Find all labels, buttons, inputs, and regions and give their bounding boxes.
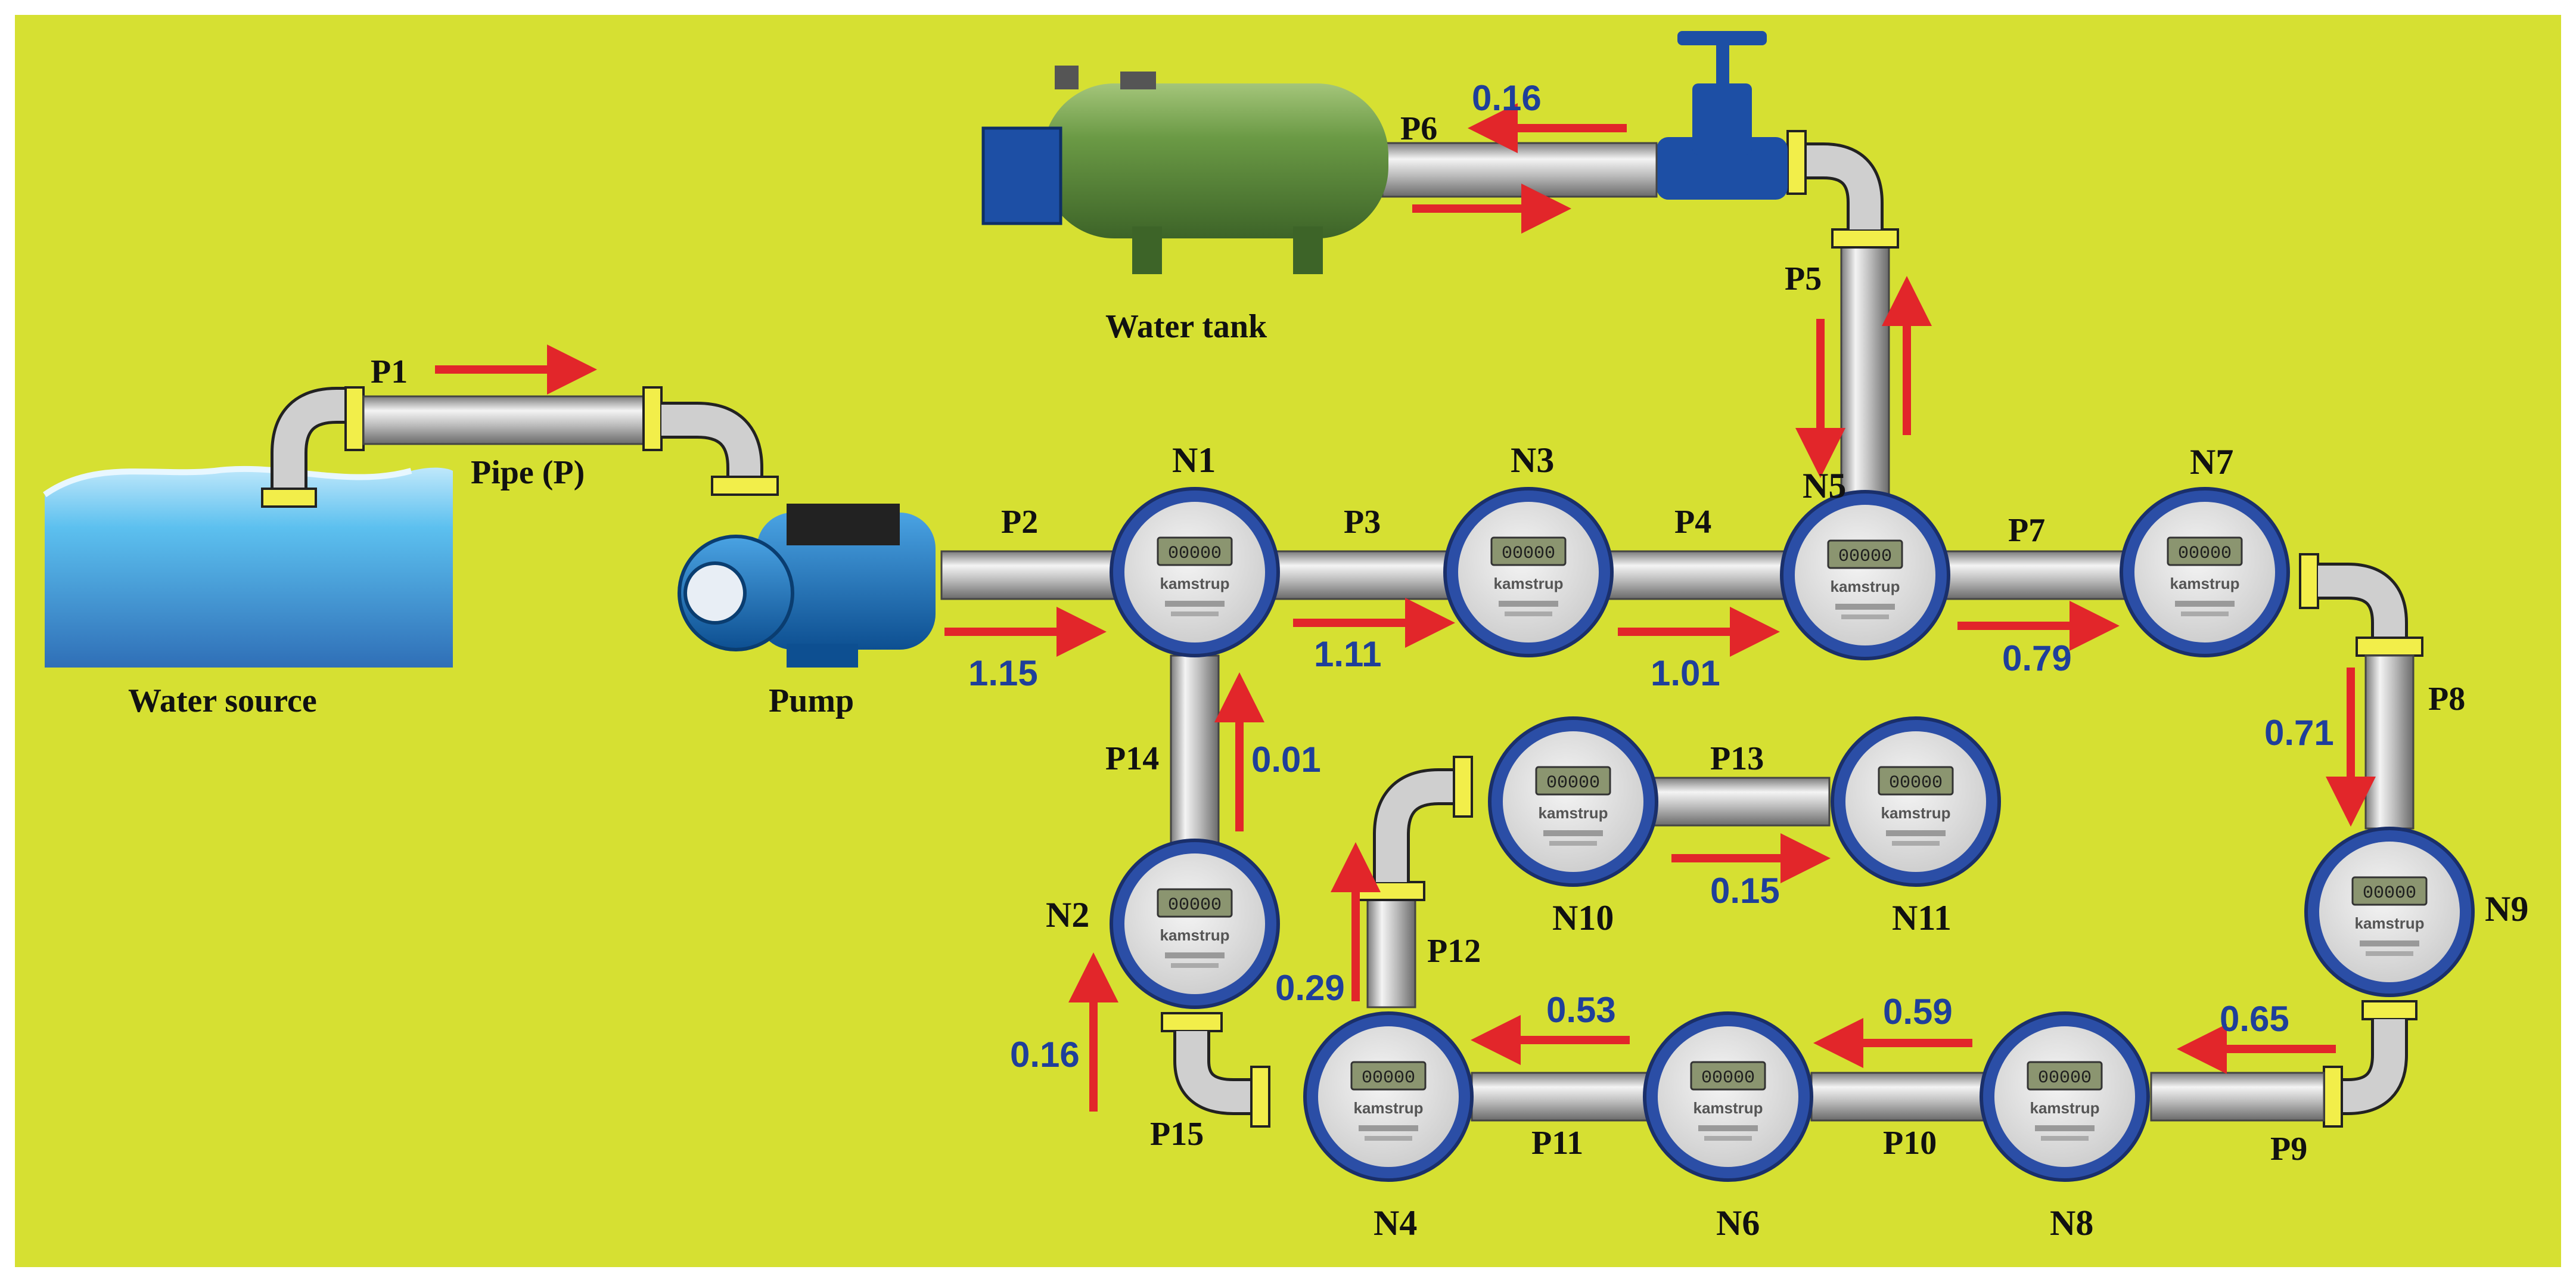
- flow-value-p12: 0.29: [1275, 968, 1345, 1008]
- pipe-p2: [940, 550, 1121, 600]
- pipe-p1: [261, 386, 779, 508]
- pipe-p4: [1605, 550, 1786, 600]
- meter-n6: [1645, 1013, 1811, 1180]
- flow-value-p2: 1.15: [968, 653, 1038, 693]
- pipe-p7: [1938, 550, 2126, 600]
- label-p7: P7: [2008, 512, 2046, 549]
- meter-n8: [1981, 1013, 2148, 1180]
- label-n11: N11: [1892, 898, 1952, 938]
- label-p15: P15: [1150, 1116, 1204, 1153]
- pipe-p15: [1161, 1012, 1270, 1128]
- label-n2: N2: [1046, 895, 1090, 935]
- label-n5: N5: [1803, 466, 1847, 505]
- label-p14: P14: [1105, 740, 1160, 777]
- pipe-p10: [1810, 1072, 1991, 1122]
- meter-n10: [1490, 718, 1657, 885]
- pipe-p11: [1471, 1072, 1652, 1122]
- label-water-source: Water source: [128, 682, 317, 719]
- pump: [678, 504, 936, 668]
- flow-value-p6: 0.16: [1472, 78, 1542, 118]
- pipe-p13: [1649, 777, 1831, 827]
- label-p8: P8: [2428, 681, 2466, 718]
- label-n7: N7: [2190, 442, 2234, 482]
- gate-valve: [1657, 31, 1788, 200]
- label-p4: P4: [1674, 504, 1712, 541]
- label-p9: P9: [2270, 1131, 2308, 1168]
- flow-value-p9: 0.65: [2220, 999, 2289, 1039]
- label-n9: N9: [2485, 889, 2529, 929]
- label-pipe-legend: Pipe (P): [471, 454, 585, 491]
- label-n8: N8: [2050, 1203, 2094, 1243]
- label-p12: P12: [1427, 933, 1481, 970]
- flow-value-p10: 0.59: [1883, 992, 1953, 1032]
- pipe-p6: [1381, 142, 1658, 198]
- flow-value-p3: 1.11: [1314, 634, 1382, 674]
- flow-value-p11: 0.53: [1546, 990, 1616, 1030]
- flow-value-p7: 0.79: [2002, 638, 2072, 678]
- pipe-p5: [1786, 130, 1899, 496]
- label-n4: N4: [1374, 1203, 1418, 1243]
- meter-n5: [1782, 492, 1949, 659]
- pipe-p14: [1170, 654, 1220, 848]
- meter-n9: [2306, 828, 2473, 995]
- label-n3: N3: [1511, 440, 1555, 480]
- flow-value-p8: 0.71: [2264, 713, 2334, 753]
- pipe-p8: [2299, 553, 2423, 830]
- flow-value-p4: 1.01: [1651, 653, 1720, 693]
- water-tank: [981, 66, 1388, 274]
- label-p1: P1: [371, 353, 408, 390]
- meter-n7: [2121, 489, 2288, 656]
- label-p2: P2: [1001, 504, 1039, 541]
- label-p10: P10: [1883, 1125, 1937, 1162]
- label-pump: Pump: [769, 682, 854, 719]
- label-water-tank: Water tank: [1105, 308, 1267, 345]
- label-p3: P3: [1344, 504, 1381, 541]
- meter-n1: [1111, 489, 1278, 656]
- meter-n4: [1305, 1013, 1472, 1180]
- label-n1: N1: [1172, 440, 1216, 480]
- label-n10: N10: [1552, 898, 1614, 938]
- label-p6: P6: [1400, 110, 1438, 147]
- flow-arrows: [435, 103, 2376, 1112]
- label-p5: P5: [1785, 260, 1822, 297]
- label-p13: P13: [1710, 740, 1764, 777]
- label-n6: N6: [1716, 1203, 1760, 1243]
- label-p11: P11: [1531, 1125, 1584, 1162]
- flow-value-p13: 0.15: [1710, 871, 1780, 911]
- water-source: [43, 465, 453, 668]
- meter-n3: [1445, 489, 1612, 656]
- flow-value-p15: 0.16: [1010, 1035, 1080, 1075]
- flow-value-p14: 0.01: [1251, 740, 1321, 780]
- meter-n2: [1111, 840, 1278, 1007]
- pipe-p3: [1274, 550, 1455, 600]
- meter-n11: [1832, 718, 1999, 885]
- pipe-p9: [2150, 1000, 2417, 1128]
